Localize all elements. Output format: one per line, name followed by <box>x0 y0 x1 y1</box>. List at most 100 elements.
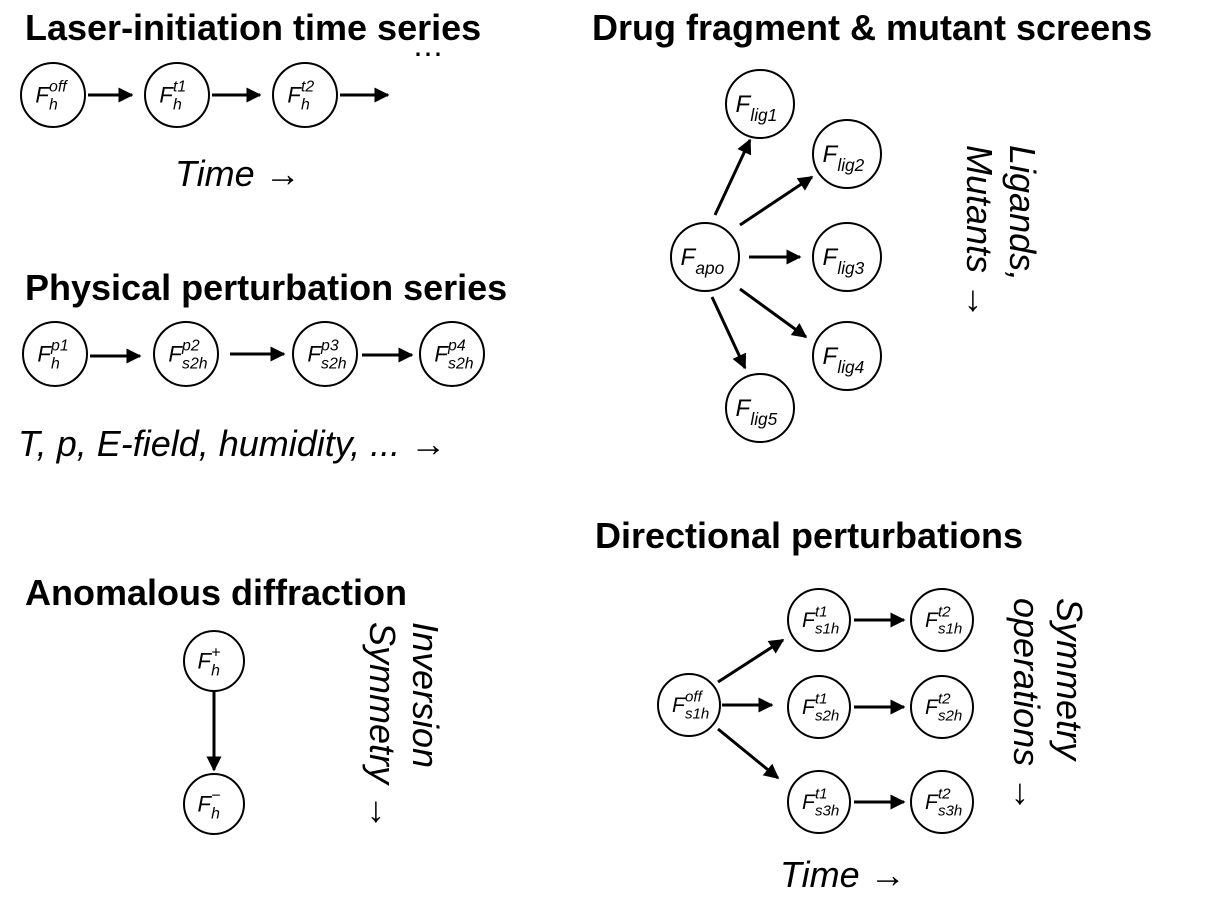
drug-panel-title: Drug fragment & mutant screens <box>592 7 1152 48</box>
node-directional-s2-t2-superscript: t2 <box>938 690 951 707</box>
node-anomalous-minus-superscript: − <box>211 787 220 804</box>
drug-arrow-lig1 <box>713 138 752 216</box>
node-drug-apo-circle <box>670 222 740 292</box>
drug-side-label-line2: Mutants → <box>959 145 1000 319</box>
node-directional-s3-t2-superscript: t2 <box>938 785 951 802</box>
anomalous-side-label: Inversion Symmetry → <box>362 622 446 830</box>
node-drug-lig3-subscript: lig3 <box>837 258 864 278</box>
node-laser-t2-circle <box>272 62 338 128</box>
node-directional-s2-t1-superscript: t1 <box>815 690 828 707</box>
node-laser-t1-circle <box>144 62 210 128</box>
node-drug-lig3-circle <box>812 222 882 292</box>
node-directional-s2-t2-subscript: s2h <box>938 708 962 725</box>
node-directional-s1-t2-base: F <box>925 609 939 632</box>
directional-time-caption: Time → <box>780 854 906 895</box>
node-physical-p4-subscript: s2h <box>448 355 474 372</box>
drug-arrow-lig4 <box>739 287 808 339</box>
node-directional-s1-t2-circle <box>910 588 974 652</box>
node-directional-s1-t1-subscript: s1h <box>815 621 839 638</box>
node-drug-apo-subscript: apo <box>695 258 724 278</box>
directional-side-label-line2: operations → <box>1006 598 1047 812</box>
node-anomalous-plus-subscript: h <box>211 662 220 679</box>
node-physical-p2-circle <box>153 321 219 387</box>
node-drug-lig5-subscript: lig5 <box>750 409 777 429</box>
node-directional-s1-t2-subscript: s1h <box>938 621 962 638</box>
node-directional-s3-t1-subscript: s3h <box>815 803 839 820</box>
directional-panel-title: Directional perturbations <box>595 515 1023 556</box>
node-directional-off-base: F <box>672 694 686 717</box>
node-laser-t2-superscript: t2 <box>301 78 314 95</box>
node-directional-off-subscript: s1h <box>685 706 709 723</box>
node-anomalous-plus-superscript: + <box>211 644 220 661</box>
node-physical-p1-superscript: p1 <box>50 337 69 354</box>
node-directional-s2-t1-base: F <box>802 696 816 719</box>
laser-ellipsis: ⋯ <box>413 38 443 71</box>
node-physical-p1-subscript: h <box>51 355 60 372</box>
node-laser-off-base: F <box>35 82 50 107</box>
node-drug-lig1-circle <box>725 69 795 139</box>
node-drug-lig4-base: F <box>823 343 839 370</box>
node-directional-s3-t1-base: F <box>802 791 816 814</box>
node-anomalous-minus-circle <box>183 773 245 835</box>
node-laser-t1-superscript: t1 <box>173 78 186 95</box>
node-drug-lig5-circle <box>725 373 795 443</box>
node-physical-p3-circle <box>292 321 358 387</box>
drug-arrow-lig5 <box>710 296 747 370</box>
node-drug-lig1-base: F <box>736 91 752 118</box>
node-anomalous-minus-subscript: h <box>211 805 220 822</box>
node-directional-s2-t2-circle <box>910 675 974 739</box>
node-drug-apo-base: F <box>681 244 697 271</box>
directional-arrow-branch-3 <box>717 727 780 780</box>
node-anomalous-plus-base: F <box>198 648 213 673</box>
node-physical-p3-subscript: s2h <box>321 355 347 372</box>
directional-side-label-line1: Symmetry <box>1049 598 1090 762</box>
node-drug-lig2-base: F <box>823 141 839 168</box>
node-directional-s1-t1-superscript: t1 <box>815 603 828 620</box>
node-physical-p1-base: F <box>37 341 52 366</box>
anomalous-side-label-line1: Inversion <box>405 622 446 768</box>
node-directional-s3-t1-superscript: t1 <box>815 785 828 802</box>
node-laser-t1-base: F <box>159 82 174 107</box>
node-physical-p1-circle <box>22 321 88 387</box>
node-directional-off-superscript: off <box>685 688 704 705</box>
anomalous-panel-title: Anomalous diffraction <box>25 572 407 613</box>
node-physical-p3-base: F <box>307 341 322 366</box>
drug-arrow-lig2 <box>739 175 814 227</box>
node-drug-lig4-circle <box>812 321 882 391</box>
laser-panel-title: Laser-initiation time series <box>25 7 481 48</box>
laser-time-caption: Time → <box>175 153 301 194</box>
node-directional-s1-t1-base: F <box>802 609 816 632</box>
drug-side-label-line1: Ligands, <box>1002 145 1043 281</box>
node-directional-s2-t1-circle <box>787 675 851 739</box>
node-anomalous-plus-circle <box>183 630 245 692</box>
node-directional-s3-t2-circle <box>910 770 974 834</box>
node-laser-off-subscript: h <box>49 96 58 113</box>
node-physical-p4-superscript: p4 <box>447 337 466 354</box>
node-laser-off-circle <box>20 62 86 128</box>
node-anomalous-minus-base: F <box>198 791 213 816</box>
node-physical-p2-base: F <box>168 341 183 366</box>
node-drug-lig5-base: F <box>736 395 752 422</box>
node-directional-s3-t1-circle <box>787 770 851 834</box>
directional-arrow-branch-1 <box>717 638 785 684</box>
node-directional-s2-t2-base: F <box>925 696 939 719</box>
node-drug-lig4-subscript: lig4 <box>837 357 864 377</box>
node-drug-lig2-subscript: lig2 <box>837 155 864 175</box>
